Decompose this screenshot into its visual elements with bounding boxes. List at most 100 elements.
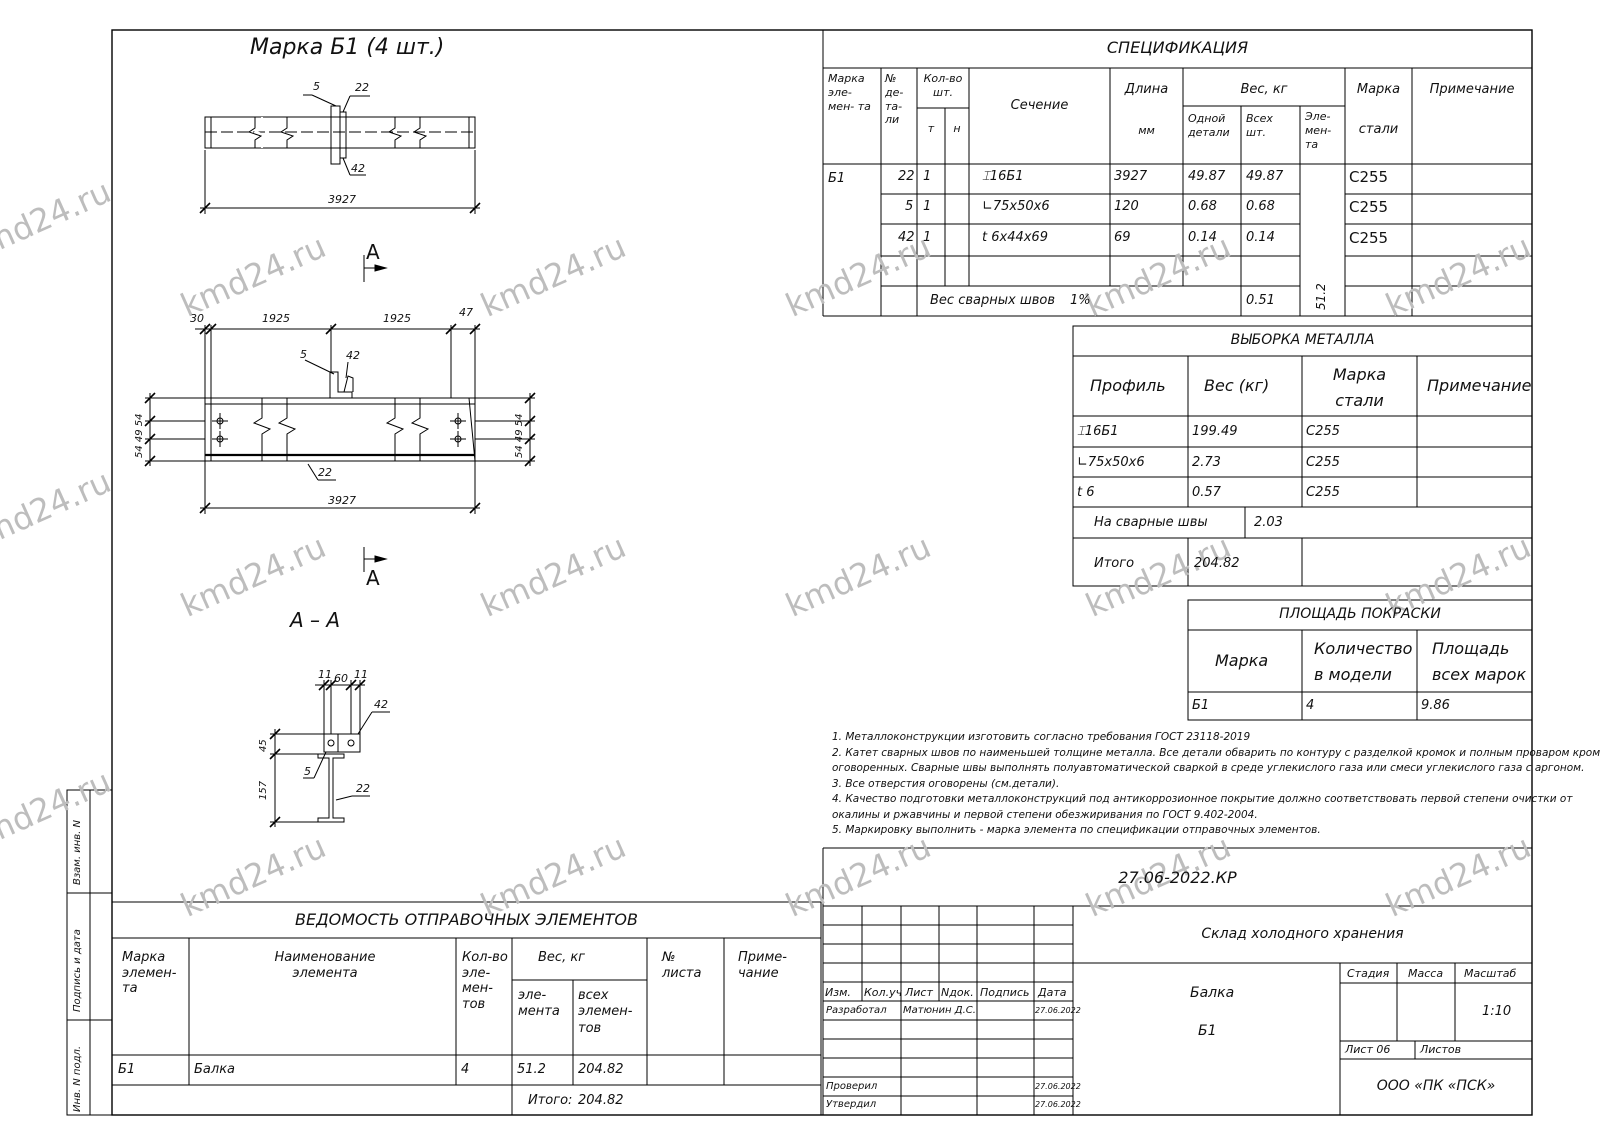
stamp-sheet: Лист 06 — [1345, 1043, 1391, 1056]
dim-label: 3927 — [328, 193, 356, 206]
drawing-name-1: Балка — [1190, 985, 1235, 1001]
metal-cell-steel: С255 — [1306, 485, 1340, 500]
note-line: оговоренных. Сварные швы выполнять полуа… — [832, 762, 1585, 775]
spec-cell-num: 42 — [898, 230, 915, 245]
spec-header-qty: Кол-во шт. — [923, 72, 963, 99]
spec-header-section: Сечение — [1010, 98, 1069, 113]
stamp-header-list: Лист — [905, 986, 933, 999]
paint-cell-area: 9.86 — [1421, 698, 1450, 713]
spec-weld-pct: 1% — [1070, 293, 1091, 308]
stamp-dev-label: Разработал — [826, 1005, 887, 1016]
spec-cell-steel: С255 — [1349, 198, 1389, 216]
spec-title: СПЕЦИФИКАЦИЯ — [1106, 38, 1249, 57]
spec-cell-all: 49.87 — [1246, 169, 1284, 184]
dim-label: 5 — [304, 765, 311, 778]
dim-label: 54 49 54 — [134, 413, 145, 458]
vedomost-total-val: 204.82 — [578, 1093, 624, 1108]
vedomost-cell-qty: 4 — [461, 1062, 470, 1077]
section-title: А – А — [290, 608, 341, 632]
dim-label: 5 — [300, 348, 307, 361]
metal-header-profile: Профиль — [1090, 376, 1166, 395]
organization-name: ООО «ПК «ПСК» — [1376, 1078, 1496, 1094]
spec-header-steel: Марка — [1356, 82, 1401, 97]
stamp-header-podp: Подпись — [980, 986, 1030, 999]
dim-label: 54 49 54 — [514, 413, 525, 458]
stamp-dev-date: 27.06.2022 — [1035, 1006, 1081, 1015]
spec-cell-qty: 1 — [923, 230, 932, 245]
vedomost-header-sheet: № листа — [662, 950, 702, 981]
vedomost-title: ВЕДОМОСТЬ ОТПРАВОЧНЫХ ЭЛЕМЕНТОВ — [295, 910, 638, 929]
dim-label: 22 — [355, 81, 369, 94]
stamp-app-date: 27.06.2022 — [1035, 1100, 1081, 1109]
note-line: 5. Маркировку выполнить - марка элемента… — [832, 824, 1321, 837]
spec-cell-section: t 6x44x69 — [982, 230, 1048, 245]
note-line: 1. Металлоконструкции изготовить согласн… — [832, 731, 1251, 743]
stamp-dev-name: Матюнин Д.С. — [903, 1005, 976, 1016]
spec-header-n: н — [953, 122, 961, 135]
metal-header-weight: Вес (кг) — [1204, 376, 1270, 395]
spec-cell-one: 0.68 — [1188, 199, 1217, 214]
stamp-header-kol: Кол.уч — [864, 986, 903, 999]
metal-weld-val: 2.03 — [1254, 515, 1283, 530]
dim-label: 60 — [334, 672, 348, 685]
metal-cell-profile: ⌶16Б1 — [1077, 424, 1119, 439]
dim-label: 45 — [258, 739, 269, 752]
spec-cell-len: 69 — [1114, 230, 1131, 245]
spec-cell-section: ∟75x50x6 — [982, 199, 1050, 214]
spec-header-t: т — [927, 122, 935, 135]
metal-cell-weight: 199.49 — [1192, 424, 1238, 439]
note-line: 2. Катет сварных швов по наименьшей толщ… — [832, 746, 1600, 759]
metal-total-val: 204.82 — [1194, 556, 1240, 571]
spec-header-mark: Марка эле- мен- та — [828, 72, 871, 113]
stamp-app-label: Утвердил — [826, 1099, 877, 1110]
spec-cell-num: 22 — [898, 169, 915, 184]
project-name: Склад холодного хранения — [1201, 926, 1404, 942]
spec-cell-len: 3927 — [1114, 169, 1148, 184]
stamp-scale: 1:10 — [1482, 1004, 1512, 1019]
vedomost-cell-w1: 51.2 — [517, 1062, 546, 1077]
metal-cell-weight: 2.73 — [1192, 455, 1221, 470]
spec-elem-weight: 51.2 — [1314, 283, 1328, 310]
dim-label: 157 — [258, 780, 269, 800]
vedomost-header-weight: Вес, кг — [538, 950, 586, 965]
spec-cell-qty: 1 — [923, 199, 932, 214]
metal-total-label: Итого — [1094, 556, 1135, 571]
spec-element: Б1 — [828, 171, 846, 186]
dim-label: 5 — [313, 80, 320, 93]
spec-cell-all: 0.14 — [1246, 230, 1275, 245]
vedomost-header-qty: Кол-во эле- мен- тов — [462, 950, 508, 1012]
note-line: 4. Качество подготовки металлоконструкци… — [832, 793, 1573, 806]
section-mark: A — [366, 566, 380, 590]
dim-label: 1925 — [383, 312, 411, 325]
metal-cell-steel: С255 — [1306, 424, 1340, 439]
metal-header-steel: Марка стали — [1332, 365, 1387, 410]
spec-cell-steel: С255 — [1349, 168, 1389, 186]
spec-header-elem: Эле- мен- та — [1305, 110, 1332, 151]
side-stamp-signature: Подпись и дата — [72, 929, 83, 1012]
spec-header-mm: мм — [1138, 124, 1155, 137]
dim-label: 22 — [356, 782, 370, 795]
drawing-name-2: Б1 — [1198, 1023, 1217, 1039]
stamp-header-stage: Стадия — [1347, 967, 1390, 980]
stamp-chk-label: Проверил — [826, 1081, 878, 1092]
vedomost-cell-name: Балка — [194, 1062, 236, 1077]
spec-header-length: Длина — [1124, 82, 1169, 97]
vedomost-header-mark: Марка элемен- та — [122, 950, 177, 997]
dim-label: 1925 — [262, 312, 290, 325]
dim-label: 42 — [346, 349, 360, 362]
metal-cell-weight: 0.57 — [1192, 485, 1221, 500]
metal-title: ВЫБОРКА МЕТАЛЛА — [1230, 332, 1375, 348]
metal-cell-steel: С255 — [1306, 455, 1340, 470]
stamp-header-scale: Масштаб — [1464, 967, 1517, 980]
paint-header-mark: Марка — [1215, 651, 1269, 670]
side-stamp-replace: Взам. инв. N — [72, 820, 83, 885]
dim-label: 47 — [459, 306, 473, 319]
vedomost-header-w2: всех элемен- тов — [578, 988, 633, 1036]
spec-header-num: № де- та- ли — [885, 72, 904, 127]
stamp-header-mass: Масса — [1408, 967, 1444, 980]
spec-cell-num: 5 — [905, 199, 914, 214]
spec-cell-one: 49.87 — [1188, 169, 1226, 184]
note-line: окалины и ржавчины и первой степени обез… — [832, 808, 1258, 821]
metal-weld-label: На сварные швы — [1094, 515, 1208, 530]
stamp-header-ndok: Nдок. — [941, 986, 974, 999]
